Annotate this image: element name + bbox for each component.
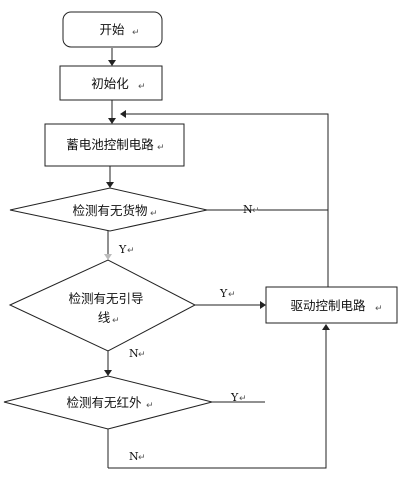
infrared-no-paragraph-mark: ↵ (138, 453, 146, 463)
node-battery-control: 蓄电池控制电路 ↵ (44, 123, 185, 167)
node-drive-control: 驱动控制电路 ↵ (265, 286, 398, 324)
edge-labels: N ↵ Y ↵ Y ↵ N ↵ Y ↵ N ↵ (118, 203, 260, 463)
goods-yes-label: Y (118, 243, 127, 256)
arrowhead-loop-back (120, 110, 126, 118)
goods-no-label: N (243, 203, 253, 216)
arrowhead-check-goods (106, 182, 114, 188)
guide-no-label: N (129, 347, 139, 360)
start-paragraph-mark: ↵ (132, 28, 140, 38)
check-goods-diamond (9, 187, 208, 232)
infrared-yes-paragraph-mark: ↵ (239, 394, 247, 404)
connectors (107, 48, 329, 469)
check-guide-line-label-2: 线 (98, 310, 111, 325)
check-infrared-paragraph-mark: ↵ (146, 401, 154, 411)
arrowhead-init (108, 60, 116, 66)
node-check-goods: 检测有无货物 ↵ (9, 187, 208, 232)
drive-control-paragraph-mark: ↵ (375, 304, 383, 314)
start-terminal (62, 11, 163, 48)
drive-control-box (265, 286, 398, 324)
check-infrared-label: 检测有无红外 (66, 395, 142, 410)
battery-control-paragraph-mark: ↵ (157, 143, 165, 153)
battery-control-label: 蓄电池控制电路 (66, 137, 154, 152)
node-check-infrared: 检测有无红外 ↵ (3, 375, 213, 430)
drive-control-label: 驱动控制电路 (290, 298, 366, 313)
guide-yes-label: Y (219, 287, 228, 300)
check-goods-paragraph-mark: ↵ (150, 209, 158, 219)
arrowhead-check-infrared (104, 370, 112, 376)
infrared-yes-label: Y (230, 391, 239, 404)
init-paragraph-mark: ↵ (138, 82, 146, 92)
goods-yes-paragraph-mark: ↵ (127, 246, 135, 256)
goods-no-paragraph-mark: ↵ (252, 206, 260, 216)
check-guide-line-label: 检测有无引导 (68, 291, 143, 306)
node-start: 开始 ↵ (62, 11, 163, 48)
check-infrared-diamond (3, 375, 213, 430)
node-check-guide-line: 检测有无引导 线 ↵ (8, 259, 197, 352)
arrowhead-battery (108, 118, 116, 124)
arrowhead-drive-from-guide (260, 301, 266, 309)
arrowhead-check-guide (104, 254, 112, 260)
node-init: 初始化 ↵ (59, 65, 163, 101)
init-box (59, 65, 163, 101)
start-label: 开始 (99, 22, 125, 37)
check-goods-label: 检测有无货物 (72, 203, 147, 218)
guide-yes-paragraph-mark: ↵ (228, 290, 236, 300)
arrowheads (104, 60, 330, 376)
check-guide-line-paragraph-mark: ↵ (112, 316, 120, 326)
guide-no-paragraph-mark: ↵ (138, 350, 146, 360)
edge-infrared-no-return (108, 325, 327, 469)
infrared-no-label: N (129, 450, 139, 463)
check-guide-line-diamond (8, 259, 197, 352)
arrowhead-drive-from-infrared (322, 324, 330, 330)
battery-control-box (44, 123, 185, 167)
edge-loop-back (122, 113, 329, 211)
init-label: 初始化 (91, 76, 129, 91)
